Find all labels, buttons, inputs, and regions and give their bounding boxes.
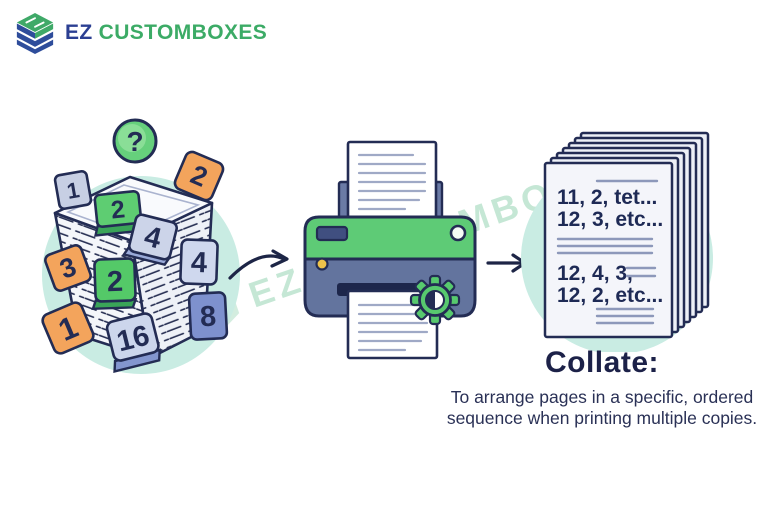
power-light [315,257,329,271]
svg-text:1: 1 [65,177,81,204]
paper-in [346,140,438,222]
number-tile: 2 [173,150,225,202]
page-sequence-text: 12, 4, 3, [557,262,633,285]
curved-arrow-icon [228,249,289,280]
question-mark-icon: ? [112,118,158,164]
printer-button [315,225,349,242]
collate-description-line2: sequence when printing multiple copies. [446,408,758,428]
number-tile: 2 [93,189,143,237]
page-sequence-text: 12, 2, etc... [557,284,663,307]
svg-text:2: 2 [110,195,127,224]
number-tile: 1 [41,301,95,355]
number-tile: 3 [44,244,92,292]
svg-text:4: 4 [190,247,207,280]
brand-name-suffix: CUSTOMBOXES [98,21,268,44]
page-sequence-text: 11, 2, tet... [557,186,657,209]
svg-text:8: 8 [199,301,217,334]
number-tile: 4 [179,238,219,286]
collated-pages-illustration: 11, 2, tet... 12, 3, etc... 12, 4, 3, 12… [521,131,713,352]
svg-text:2: 2 [106,266,123,299]
svg-text:?: ? [126,126,143,157]
number-tile: 1 [53,169,93,211]
printer-indicator-circle [449,224,467,242]
stacked-boxes-icon [16,12,54,54]
collate-heading: Collate: [544,346,659,379]
number-tile: 16 [105,312,161,374]
page-sequence-text: 12, 3, etc... [557,208,663,231]
printer-illustration [303,140,477,360]
uncollated-stack-illustration: ? 1 2 2 4 4 3 [41,118,240,374]
collate-description-line1: To arrange pages in a specific, ordered [450,387,754,407]
brand-name-prefix: EZ [65,21,93,44]
svg-text:4: 4 [141,220,164,255]
number-tile: 2 [91,257,138,311]
number-tile: 8 [187,291,229,341]
collate-description: To arrange pages in a specific, ordered … [436,387,768,429]
definition-block: Collate: To arrange pages in a specific,… [436,346,768,429]
gear-icon [409,274,461,326]
svg-text:16: 16 [114,320,153,359]
number-tile: 4 [121,213,178,267]
front-page-content: 11, 2, tet... 12, 3, etc... 12, 4, 3, 12… [556,179,663,325]
